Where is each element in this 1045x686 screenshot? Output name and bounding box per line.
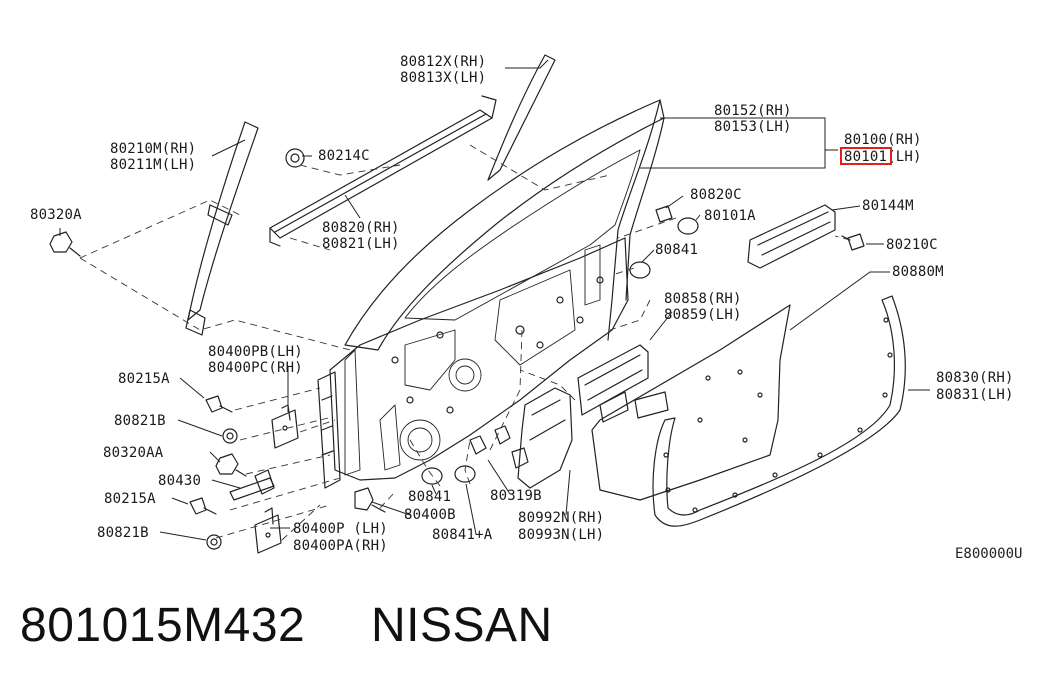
label-80215a-upper: 80215A	[118, 371, 170, 387]
label-80841-a: 80841+A	[432, 527, 493, 543]
washer-80821b-lower-drawing	[206, 534, 222, 550]
bracket-80858-drawing	[577, 344, 649, 423]
label-80214c: 80214C	[318, 148, 370, 164]
weatherstrip-80820-drawing	[269, 95, 497, 247]
label-80841-top: 80841	[655, 242, 699, 258]
label-80430: 80430	[158, 473, 202, 489]
hinge-upper-drawing	[271, 404, 299, 449]
clip-80820c-drawing	[655, 205, 673, 223]
nut-80214c-drawing	[285, 148, 305, 168]
label-80831-lh: 80831(LH)	[936, 387, 1014, 403]
part-caption: 801015M432 NISSAN	[20, 598, 553, 653]
label-80153-lh: 80153(LH)	[714, 119, 792, 135]
door-frame-drawing	[329, 99, 665, 481]
label-80830-rh: 80830(RH)	[936, 370, 1014, 386]
sealing-screen-80992n-drawing	[517, 387, 573, 489]
label-80821b-lower: 80821B	[97, 525, 149, 541]
highlighted-part-box	[840, 147, 892, 165]
reinforcement-80144m-drawing	[747, 204, 836, 269]
label-80319b: 80319B	[490, 488, 542, 504]
label-80841-bottom: 80841	[408, 489, 452, 505]
label-80400pc-rh: 80400PC(RH)	[208, 360, 303, 376]
label-80821b-upper: 80821B	[114, 413, 166, 429]
washer-80821b-drawing	[222, 428, 238, 444]
label-80400p-lh: 80400P (LH)	[293, 521, 388, 537]
label-80992n-rh: 80992N(RH)	[518, 510, 605, 526]
front-sash-drawing	[185, 121, 259, 336]
window-moulding-drawing	[487, 54, 556, 181]
insulator-80880m-drawing	[591, 304, 791, 501]
label-80152-rh: 80152(RH)	[714, 103, 792, 119]
label-80320aa: 80320AA	[103, 445, 164, 461]
label-80210c: 80210C	[886, 237, 938, 253]
bolt-80320aa-drawing	[215, 453, 247, 477]
caption-part-number: 801015M432	[20, 599, 306, 652]
bolt-80210c-drawing	[841, 233, 865, 251]
assembly-lines	[79, 144, 851, 541]
label-80859-lh: 80859(LH)	[664, 307, 742, 323]
bolt-80320a-drawing	[49, 231, 81, 257]
leader-lines	[59, 59, 930, 541]
caption-brand: NISSAN	[370, 599, 553, 652]
diagram-reference-code: E800000U	[955, 546, 1023, 562]
bolt-80400b-drawing	[354, 487, 386, 513]
label-80101-lh: 80101(LH)	[844, 149, 922, 165]
label-80211m-lh: 80211M(LH)	[110, 157, 197, 173]
label-80400b: 80400B	[404, 507, 456, 523]
label-80144m: 80144M	[862, 198, 914, 214]
door-hinge-pillar	[317, 371, 341, 489]
weatherstrip-80830-drawing	[652, 295, 906, 527]
label-80880m: 80880M	[892, 264, 944, 280]
label-80320a: 80320A	[30, 207, 82, 223]
hinge-lower-drawing	[254, 507, 282, 554]
label-80100-rh: 80100(RH)	[844, 132, 922, 148]
check-link-80430-drawing	[229, 469, 275, 501]
label-80210m-rh: 80210M(RH)	[110, 141, 197, 157]
bolt-80215a-drawing	[205, 395, 233, 413]
label-80400pa-rh: 80400PA(RH)	[293, 538, 388, 554]
label-80215a-lower: 80215A	[104, 491, 156, 507]
label-80821-lh: 80821(LH)	[322, 236, 400, 252]
label-80858-rh: 80858(RH)	[664, 291, 742, 307]
label-80101a: 80101A	[704, 208, 756, 224]
plug-80841-drawing	[421, 217, 699, 485]
bolt-80215a-lower-drawing	[189, 497, 217, 515]
label-80820-rh: 80820(RH)	[322, 220, 400, 236]
label-80993n-lh: 80993N(LH)	[518, 527, 605, 543]
label-80400pb-lh: 80400PB(LH)	[208, 344, 303, 360]
label-80812x-rh: 80812X(RH)	[400, 54, 487, 70]
label-80820c: 80820C	[690, 187, 742, 203]
label-80813x-lh: 80813X(LH)	[400, 70, 487, 86]
